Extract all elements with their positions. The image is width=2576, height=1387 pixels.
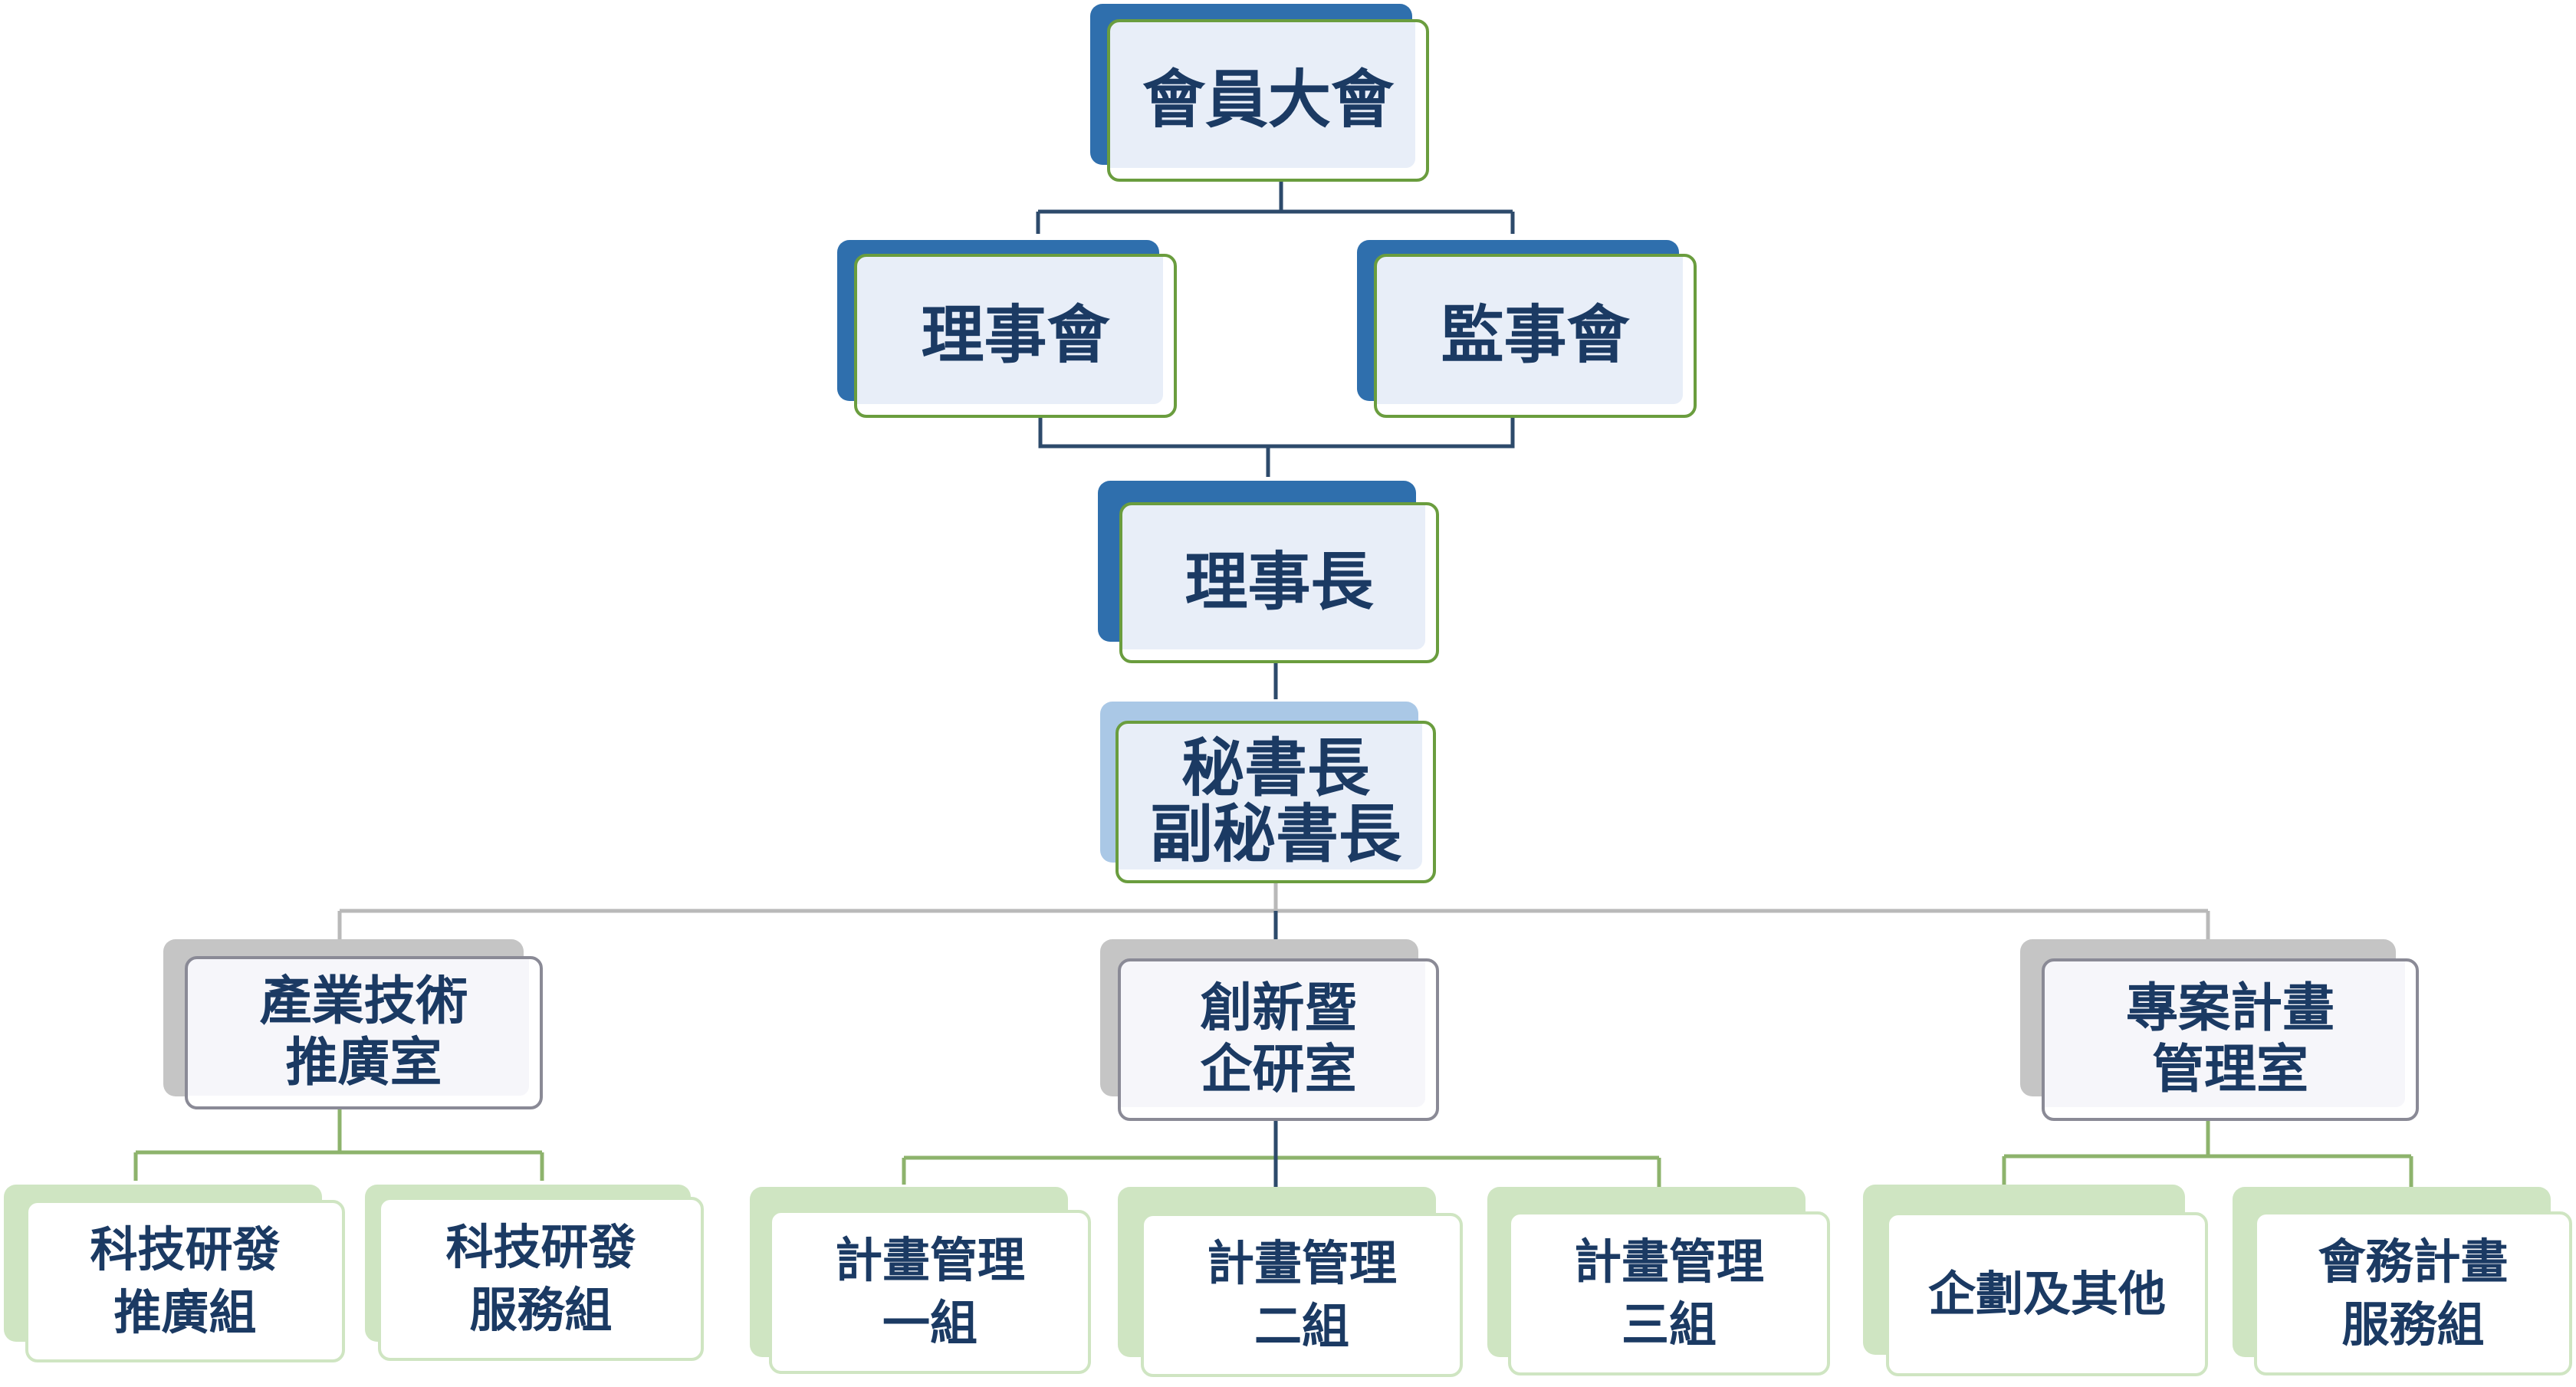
node-label-line-2: 三組: [1621, 1297, 1717, 1352]
node-project-mgmt-office: 專案計畫 管理室: [2020, 939, 2419, 1121]
node-general-assembly: 會員大會: [1090, 4, 1429, 182]
node-board-of-directors: 理事會: [837, 240, 1177, 418]
node-chairman: 理事長: [1098, 481, 1439, 663]
node-board-of-supervisors: 監事會: [1357, 240, 1697, 418]
connector-assembly-boards: [1036, 182, 1515, 234]
node-label: 理事長: [1184, 546, 1374, 619]
node-rd-promotion-group: 科技研發 推廣組: [4, 1185, 345, 1362]
node-planning-other: 企劃及其他: [1863, 1185, 2208, 1376]
node-label-line-1: 秘書長: [1181, 732, 1370, 805]
connector-innovation-groups: [902, 1155, 1661, 1188]
connector-industry-groups: [133, 1109, 544, 1181]
node-label-line-2: 管理室: [2151, 1040, 2308, 1100]
node-plan-mgmt-group-2: 計畫管理 二組: [1118, 1187, 1463, 1377]
node-label-line-2: 服務組: [469, 1282, 613, 1338]
node-label-line-1: 計畫管理: [1573, 1234, 1764, 1290]
node-label-line-2: 推廣室: [285, 1033, 442, 1093]
node-label-line-1: 科技研發: [445, 1219, 636, 1275]
connector-project-groups: [2002, 1121, 2413, 1188]
node-label-line-2: 二組: [1254, 1298, 1349, 1354]
node-label: 會員大會: [1142, 64, 1394, 136]
node-innovation-office: 創新暨 企研室: [1100, 939, 1439, 1121]
node-label-line-2: 推廣組: [113, 1284, 257, 1340]
node-label: 企劃及其他: [1927, 1266, 2166, 1322]
node-label-line-1: 計畫管理: [834, 1232, 1025, 1288]
node-plan-mgmt-group-1: 計畫管理 一組: [750, 1187, 1091, 1374]
node-label-line-1: 創新暨: [1200, 978, 1357, 1039]
node-label-line-2: 企研室: [1200, 1040, 1357, 1100]
node-member-service-group: 會務計畫 服務組: [2233, 1187, 2572, 1375]
node-label-line-2: 服務組: [2341, 1297, 2485, 1352]
connector-boards-chairman: [1038, 418, 1515, 477]
node-label-line-1: 會務計畫: [2318, 1234, 2509, 1290]
node-secretary-general: 秘書長 副秘書長: [1100, 702, 1436, 883]
node-label-line-1: 科技研發: [90, 1221, 281, 1277]
node-label-line-1: 計畫管理: [1206, 1235, 1397, 1291]
node-label-line-1: 產業技術: [259, 971, 468, 1032]
node-rd-service-group: 科技研發 服務組: [365, 1185, 704, 1361]
node-label: 監事會: [1441, 299, 1630, 372]
node-industry-tech-office: 產業技術 推廣室: [163, 939, 543, 1109]
node-plan-mgmt-group-3: 計畫管理 三組: [1487, 1187, 1830, 1375]
node-label-line-2: 一組: [882, 1295, 978, 1351]
node-label: 理事會: [921, 299, 1110, 372]
node-label-line-2: 副秘書長: [1149, 798, 1401, 871]
node-label-line-1: 專案計畫: [2125, 978, 2334, 1039]
